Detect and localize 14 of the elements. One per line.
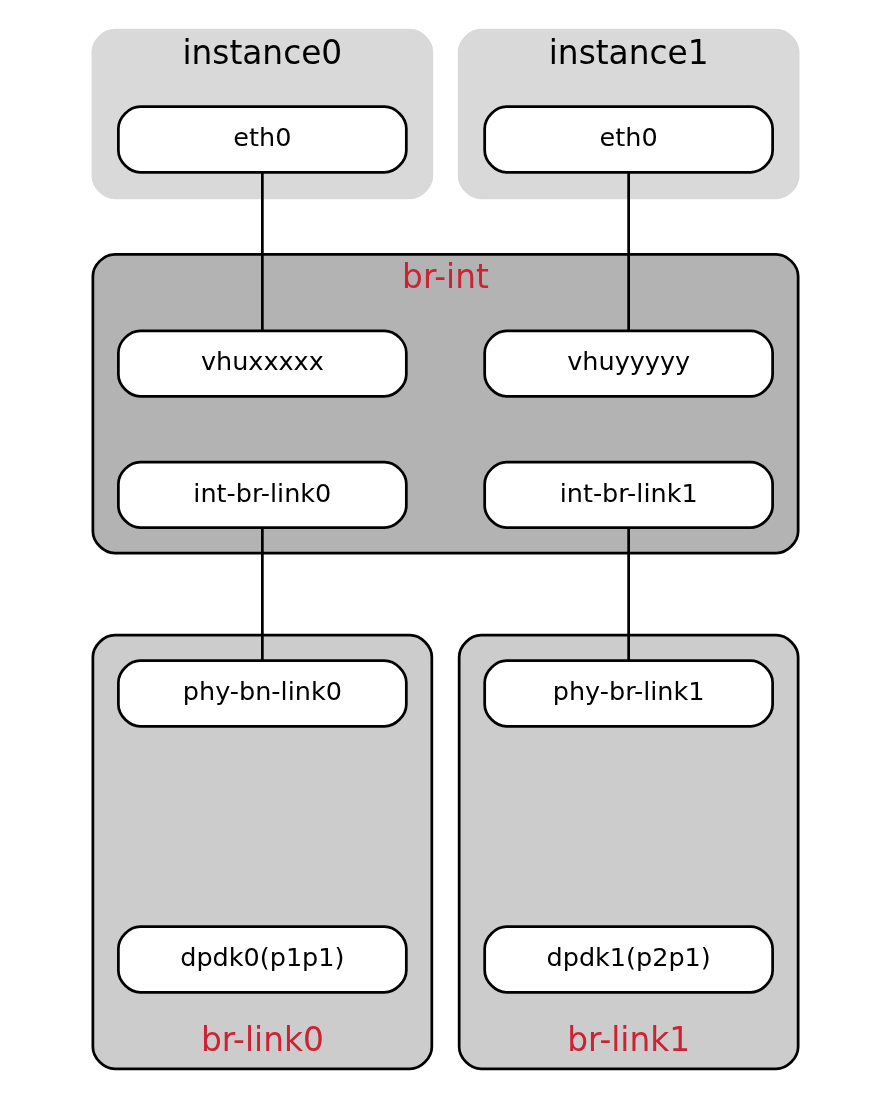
node-box: phy-bn-link0 [116, 659, 408, 728]
node-box: phy-br-link1 [482, 659, 774, 728]
node-box: vhuxxxxx [116, 329, 408, 398]
connector [260, 528, 264, 661]
node-box: int-br-link0 [116, 460, 408, 529]
connector [626, 172, 630, 331]
node-box: dpdk0(p1p1) [116, 925, 408, 994]
node-box: eth0 [116, 105, 408, 174]
node-box: int-br-link1 [482, 460, 774, 529]
node-box: vhuyyyyy [482, 329, 774, 398]
connector [260, 172, 264, 331]
node-box: dpdk1(p2p1) [482, 925, 774, 994]
connector [626, 528, 630, 661]
node-box: eth0 [482, 105, 774, 174]
